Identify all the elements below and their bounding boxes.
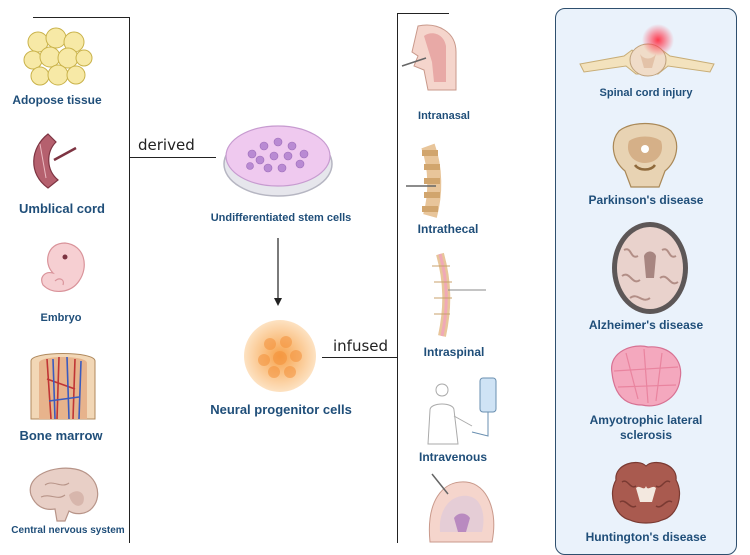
infused-line bbox=[322, 357, 398, 359]
spinal-cord-injury-icon bbox=[579, 24, 715, 77]
disease-label: Spinal cord injury bbox=[599, 87, 693, 99]
disease-label: Alzheimer's disease bbox=[588, 318, 704, 332]
derived-label: derived bbox=[138, 136, 195, 154]
muscle-fiber-icon bbox=[611, 345, 682, 407]
route-label: Intranasal bbox=[418, 110, 470, 122]
progenitor-label: Neural progenitor cells bbox=[210, 402, 352, 417]
umbilical-cord-icon bbox=[33, 133, 77, 189]
route-label: Intravenous bbox=[418, 450, 487, 464]
source-label: Embryo bbox=[40, 312, 82, 324]
infused-label: infused bbox=[333, 337, 389, 355]
spinal-cord-icon bbox=[432, 252, 486, 337]
embryo-icon bbox=[41, 242, 85, 292]
route-label: Intrathecal bbox=[417, 222, 479, 236]
left-bracket-vertical bbox=[129, 17, 131, 543]
source-label: Umblical cord bbox=[19, 201, 105, 216]
route-label: Intraspinal bbox=[423, 345, 485, 359]
bone-marrow-icon bbox=[30, 353, 96, 420]
progenitor-cells-icon bbox=[244, 320, 316, 392]
routes-bracket-top bbox=[397, 13, 449, 15]
source-label: Bone marrow bbox=[19, 428, 103, 443]
adipose-tissue-icon bbox=[23, 27, 93, 86]
brain-atrophy-icon bbox=[612, 222, 688, 314]
source-label: Central nervous system bbox=[11, 525, 125, 536]
iv-drip-icon bbox=[427, 377, 497, 445]
left-bracket-top bbox=[33, 17, 130, 19]
source-label: Adopose tissue bbox=[12, 93, 102, 107]
petri-dish-icon bbox=[223, 125, 333, 197]
derived-line bbox=[130, 157, 216, 159]
disease-label: Huntington's disease bbox=[585, 530, 707, 544]
down-arrow bbox=[274, 238, 282, 306]
disease-label: Amyotrophic lateral sclerosis bbox=[589, 413, 703, 442]
head-section-icon bbox=[428, 473, 495, 543]
nasal-icon bbox=[401, 24, 457, 91]
brain-section-icon bbox=[611, 461, 681, 524]
spine-icon bbox=[406, 143, 442, 218]
stem-cells-label: Undifferentiated stem cells bbox=[210, 212, 352, 224]
brainstem-icon bbox=[612, 122, 678, 188]
routes-bracket-vertical bbox=[397, 13, 399, 543]
brain-icon bbox=[29, 467, 99, 522]
disease-label: Parkinson's disease bbox=[588, 193, 704, 207]
